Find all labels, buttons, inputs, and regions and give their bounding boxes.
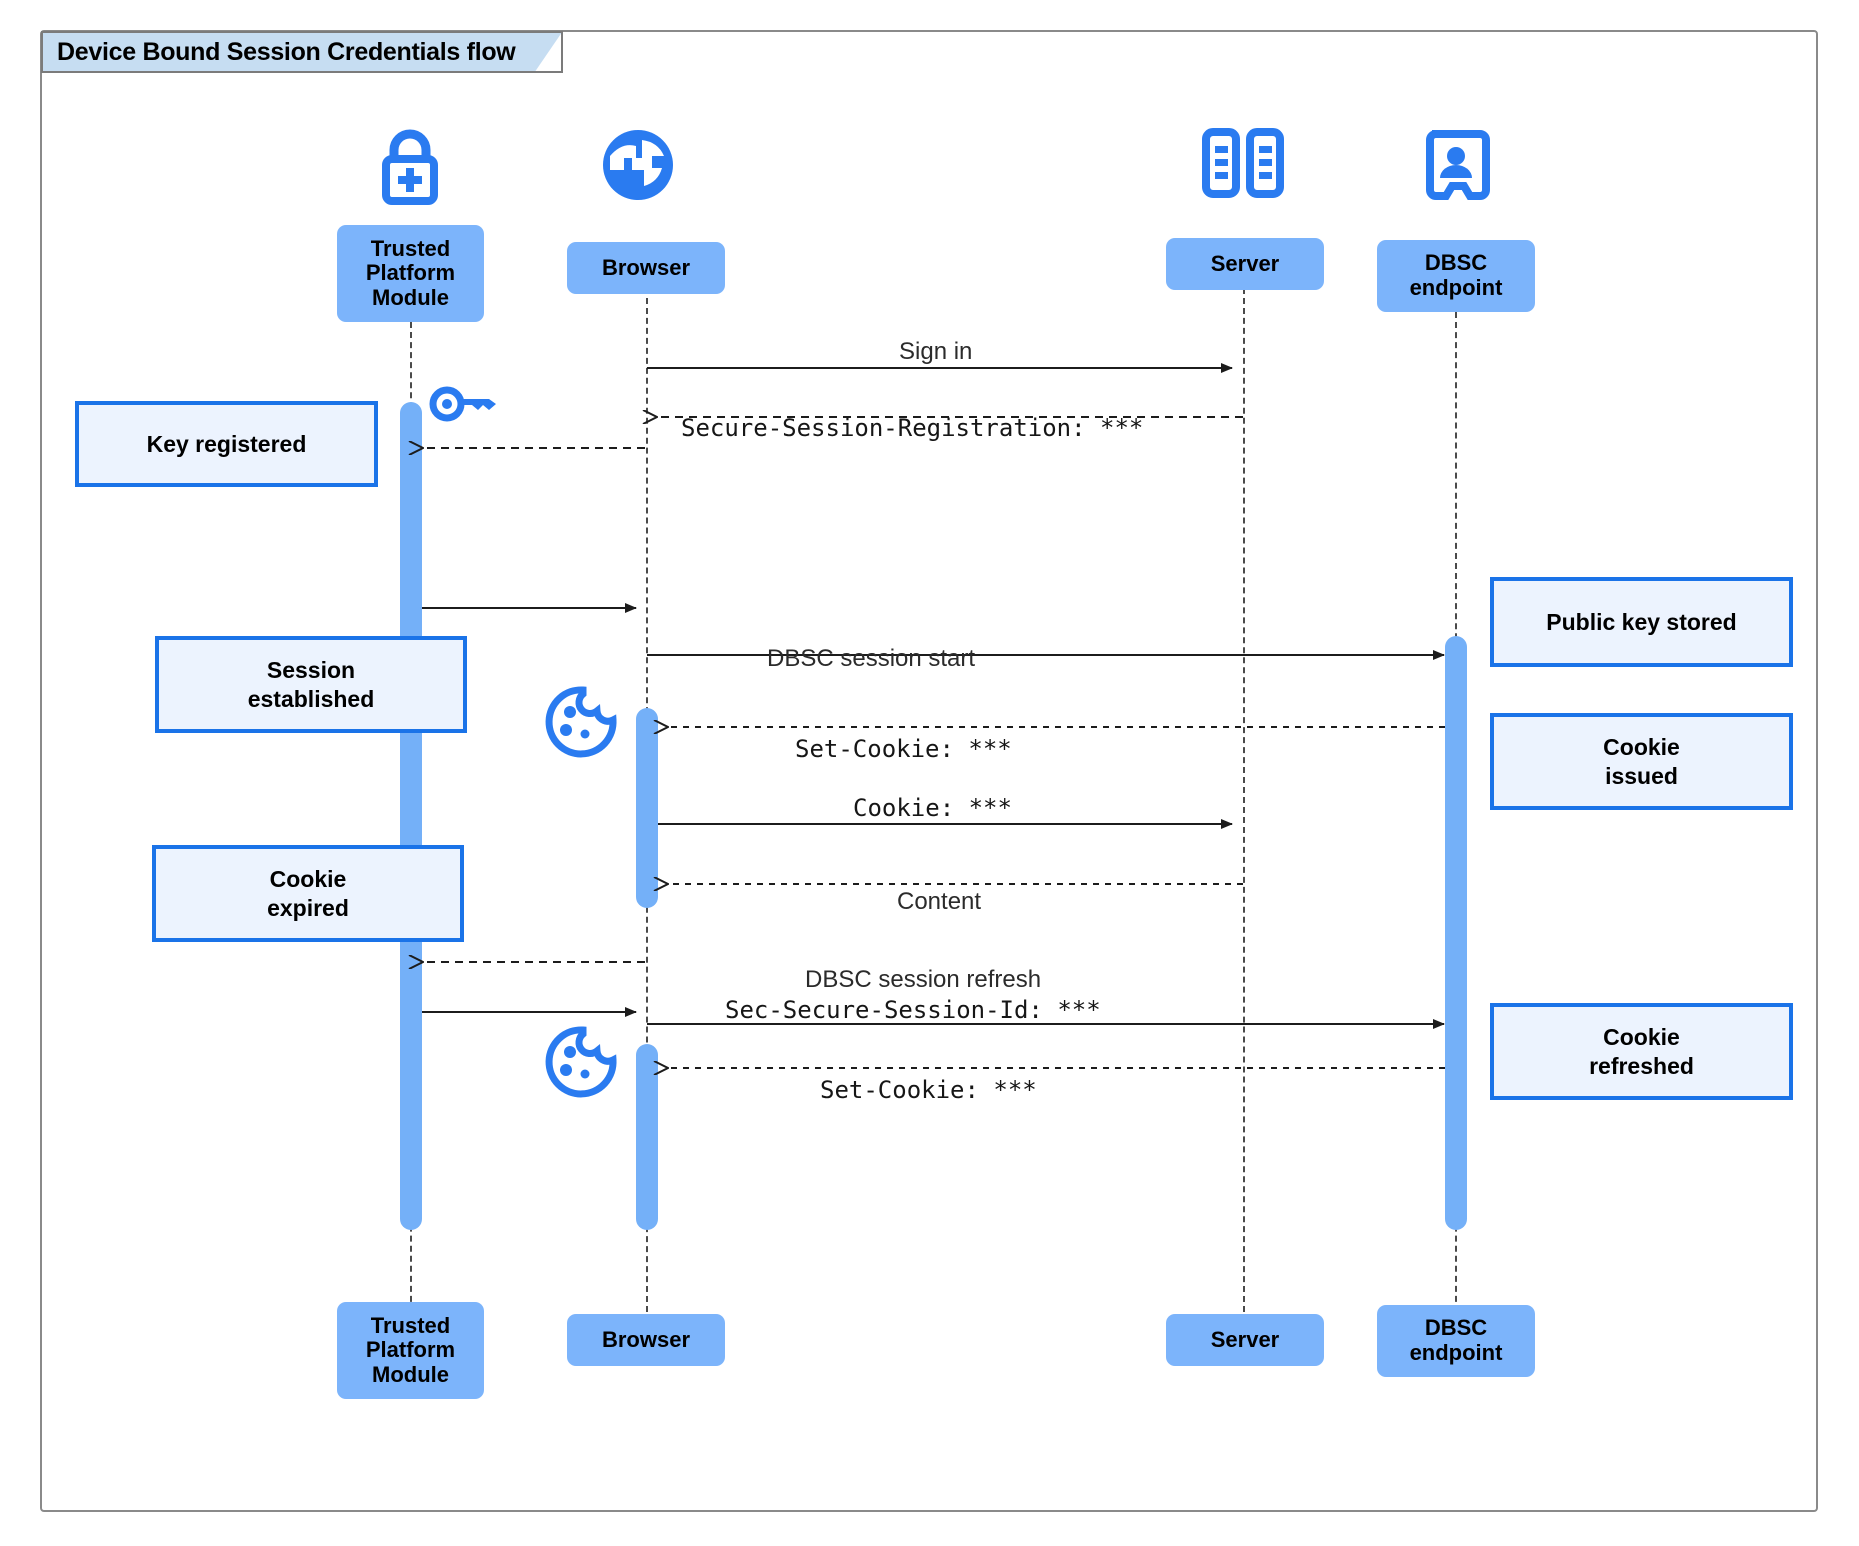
id-badge-icon: [1426, 130, 1490, 200]
participant-browser-bottom[interactable]: Browser: [567, 1314, 725, 1366]
lock-plus-icon: [382, 129, 438, 205]
participant-browser-top[interactable]: Browser: [567, 242, 725, 294]
message-label-content: Content: [897, 888, 982, 915]
activation-browser-1: [636, 708, 658, 908]
key-icon: [429, 386, 496, 422]
activation-dbsc: [1445, 636, 1467, 1230]
participant-server-top[interactable]: Server: [1166, 238, 1324, 290]
cookie-icon-2: [545, 1026, 617, 1098]
diagram-title-tab: Device Bound Session Credentials flow: [41, 31, 564, 73]
message-label-sec-secure-session-id: Sec-Secure-Session-Id: ***: [725, 996, 1101, 1024]
participant-server-bottom[interactable]: Server: [1166, 1314, 1324, 1366]
cookie-icon-1: [545, 686, 617, 758]
message-label-set-cookie-1: Set-Cookie: ***: [795, 735, 1012, 763]
page-title: Device Bound Session Credentials flow: [57, 37, 516, 66]
message-label-sign-in: Sign in: [899, 338, 973, 365]
globe-icon: [603, 130, 673, 200]
message-label-secure-session-registration: Secure-Session-Registration: ***: [681, 414, 1144, 442]
activation-tpm: [400, 402, 422, 1230]
message-label-cookie: Cookie: ***: [853, 794, 1012, 822]
note-public-key-stored: Public key stored: [1490, 577, 1793, 667]
server-rack-icon: [1202, 128, 1284, 198]
lifeline-server: [1243, 278, 1245, 1322]
title-tab-notch: [535, 33, 562, 71]
message-label-set-cookie-2: Set-Cookie: ***: [820, 1076, 1037, 1104]
message-label-dbsc-session-refresh: DBSC session refresh: [805, 966, 1042, 993]
note-key-registered: Key registered: [75, 401, 378, 487]
activation-browser-2: [636, 1044, 658, 1230]
message-label-dbsc-session-start: DBSC session start: [767, 645, 976, 672]
